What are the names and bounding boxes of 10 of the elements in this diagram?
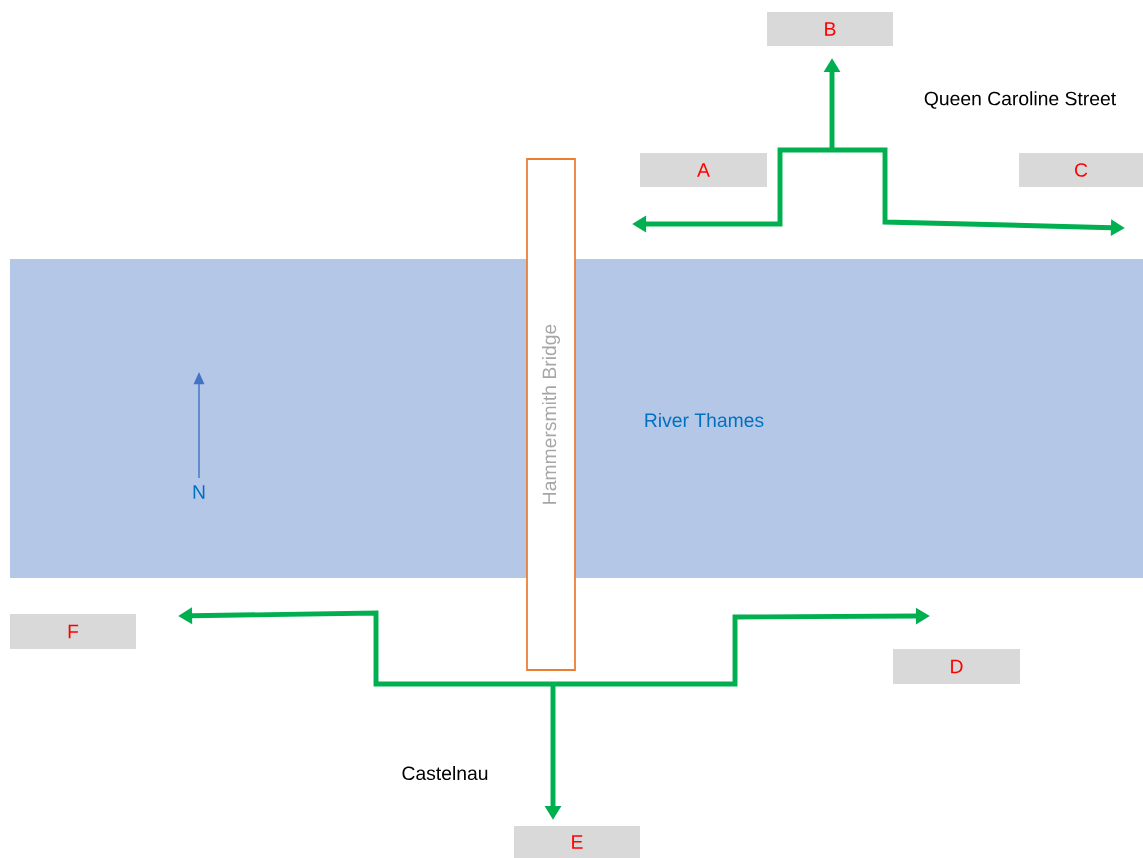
label-box: C	[1019, 153, 1143, 187]
label-box: A	[640, 153, 767, 187]
label-box: D	[893, 649, 1020, 684]
street-label: Castelnau	[402, 765, 488, 781]
bridge-box: Hammersmith Bridge	[526, 158, 576, 671]
street-label: Queen Caroline Street	[924, 91, 1116, 109]
label-box: F	[10, 614, 136, 649]
label-box: B	[767, 12, 893, 46]
label-box: E	[514, 826, 640, 858]
north-label: N	[193, 485, 205, 499]
